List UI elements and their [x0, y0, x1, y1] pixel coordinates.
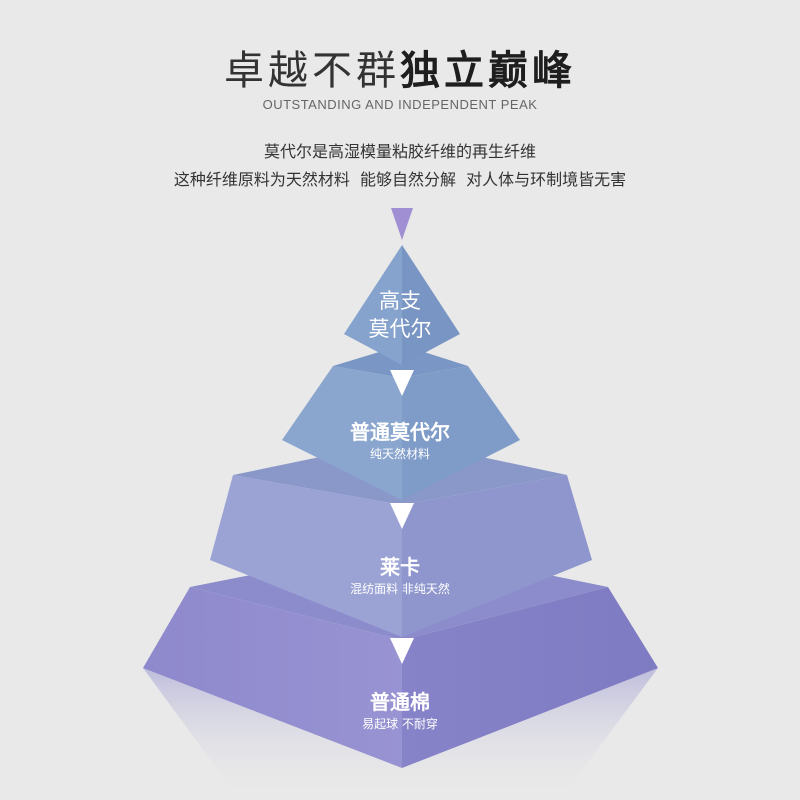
tier-4-name: 普通棉 [370, 690, 430, 714]
down-arrow-icon [390, 503, 414, 529]
tier-2-name: 普通莫代尔 [350, 420, 450, 444]
tier-4-label: 普通棉 易起球 不耐穿 [250, 689, 550, 732]
tier-2-desc: 纯天然材料 [369, 447, 430, 461]
page-title: 卓越不群独立巅峰 [0, 38, 800, 96]
title-part-2: 独立巅峰 [400, 48, 576, 94]
tier-4-desc: 易起球 不耐穿 [362, 717, 438, 731]
tier-3-desc: 混纺面料 非纯天然 [350, 582, 450, 596]
tier-1-name-line-2: 莫代尔 [368, 317, 432, 341]
description-line-1: 莫代尔是高湿模量粘胶纤维的再生纤维 [263, 142, 536, 161]
tier-1-label: 高支 莫代尔 [250, 287, 550, 343]
down-triangle-icon [391, 208, 413, 240]
tier-3-name: 莱卡 [380, 555, 420, 579]
down-arrow-icon [390, 638, 414, 664]
title-part-1: 卓越不群 [224, 48, 400, 94]
tier-3-label: 莱卡 混纺面料 非纯天然 [250, 554, 550, 597]
pyramid-tier-1 [344, 245, 460, 365]
down-arrow-icon [390, 370, 414, 396]
tier-1-name-line-1: 高支 [379, 289, 421, 313]
pyramid-tier-2 [282, 345, 520, 500]
page-subtitle: OUTSTANDING AND INDEPENDENT PEAK [262, 97, 538, 112]
description-line-2: 这种纤维原料为天然材料 能够自然分解 对人体与环制境皆无害 [173, 170, 627, 189]
tier-2-label: 普通莫代尔 纯天然材料 [250, 419, 550, 462]
